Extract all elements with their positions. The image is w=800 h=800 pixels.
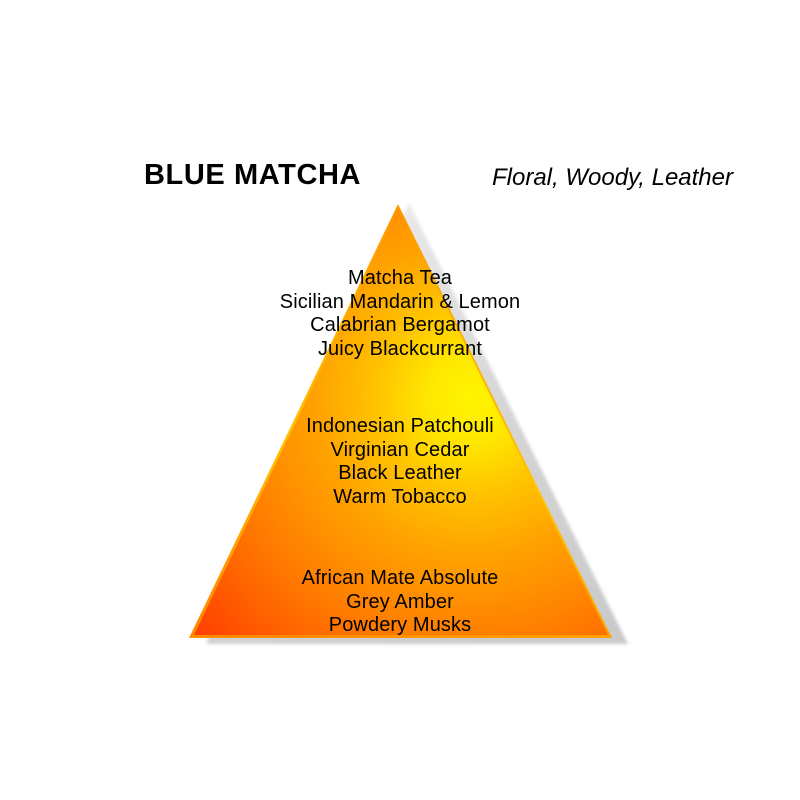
note-item: Grey Amber bbox=[346, 590, 454, 613]
top-notes-group: Matcha Tea Sicilian Mandarin & Lemon Cal… bbox=[0, 267, 800, 361]
base-notes-group: African Mate Absolute Grey Amber Powdery… bbox=[0, 567, 800, 638]
note-item: Calabrian Bergamot bbox=[310, 314, 490, 336]
note-item: African Mate Absolute bbox=[301, 567, 499, 589]
pyramid-body bbox=[194, 208, 608, 635]
fragrance-family-subtitle: Floral, Woody, Leather bbox=[492, 164, 733, 191]
note-item: Black Leather bbox=[338, 462, 462, 484]
note-item: Powdery Musks bbox=[328, 614, 472, 636]
note-item: Juicy Blackcurrant bbox=[317, 337, 483, 360]
note-item: Matcha Tea bbox=[347, 267, 453, 289]
note-item: Warm Tobacco bbox=[333, 485, 467, 508]
page-title: BLUE MATCHA bbox=[144, 159, 362, 191]
note-item: Indonesian Patchouli bbox=[306, 415, 494, 437]
note-item: Virginian Cedar bbox=[330, 438, 470, 461]
header-row: BLUE MATCHA Floral, Woody, Leather bbox=[0, 0, 800, 200]
note-item: Sicilian Mandarin & Lemon bbox=[279, 290, 521, 313]
heart-notes-group: Indonesian Patchouli Virginian Cedar Bla… bbox=[0, 415, 800, 509]
